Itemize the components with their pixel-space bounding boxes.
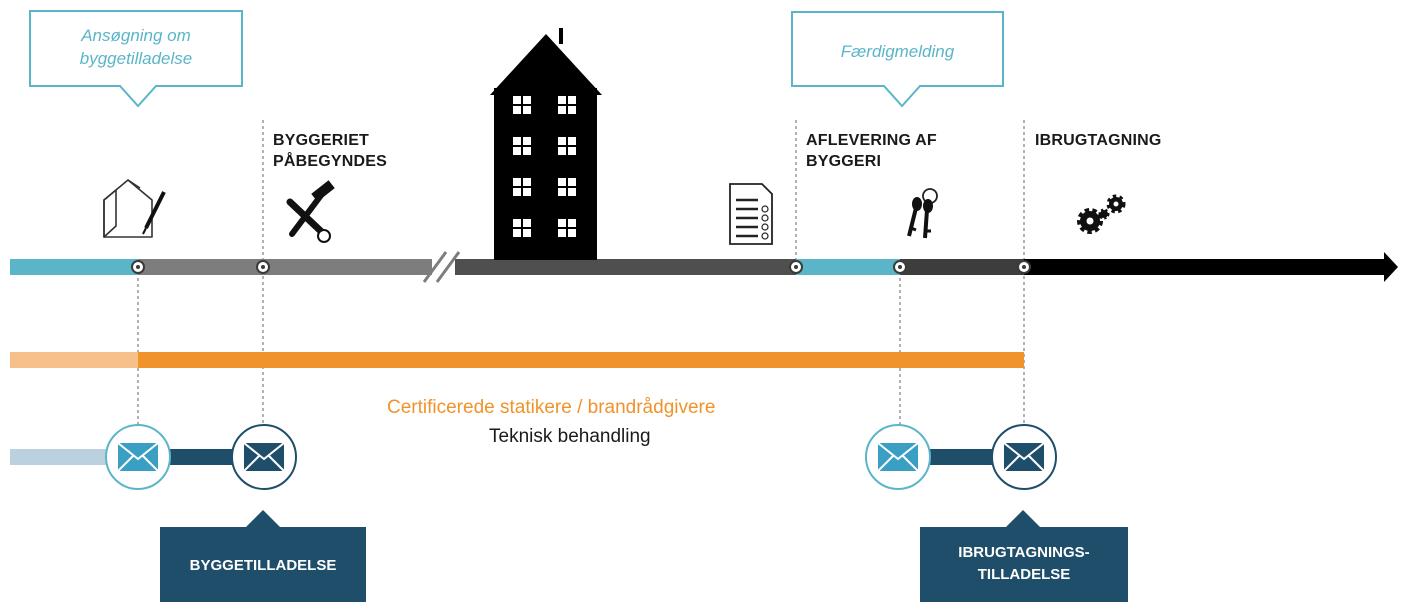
technical-caption: Teknisk behandling [489, 426, 651, 447]
building-permit-box [160, 510, 366, 602]
keys-icon [907, 188, 938, 239]
certified-bar [10, 352, 1024, 368]
main-timeline [10, 252, 1398, 282]
callout-bubble-application [29, 10, 243, 108]
timeline-break [422, 251, 461, 283]
envelope-icon [231, 424, 297, 490]
envelope-icon [991, 424, 1057, 490]
envelope-icon [105, 424, 171, 490]
callout-application-text: Ansøgning om byggetilladelse [79, 26, 193, 68]
building-permit-label: BYGGETILLADELSE [189, 557, 337, 574]
certified-caption: Certificerede statikere / brandrådgivere [387, 397, 716, 418]
stage-commissioning: IBRUGTAGNING [1035, 132, 1162, 149]
occupancy-permit-box [920, 510, 1128, 602]
house-sketch-icon [103, 179, 166, 238]
callout-completion-text: Færdigmelding [840, 42, 955, 61]
gears-icon [1077, 194, 1126, 234]
envelope-icon [865, 424, 931, 490]
occupancy-permit-label: IBRUGTAGNINGS- TILLADELSE [958, 544, 1090, 583]
technical-bar [10, 449, 994, 465]
stage-handover: AFLEVERING AF BYGGERI [806, 132, 937, 170]
stage-construction-start: BYGGERIET PÅBEGYNDES [273, 132, 388, 170]
timeline-nodes [131, 260, 1031, 274]
callout-bubble-completion [791, 11, 1004, 108]
hammer-wrench-icon [286, 180, 335, 243]
building-icon [490, 28, 602, 260]
document-checklist-icon [729, 183, 773, 245]
